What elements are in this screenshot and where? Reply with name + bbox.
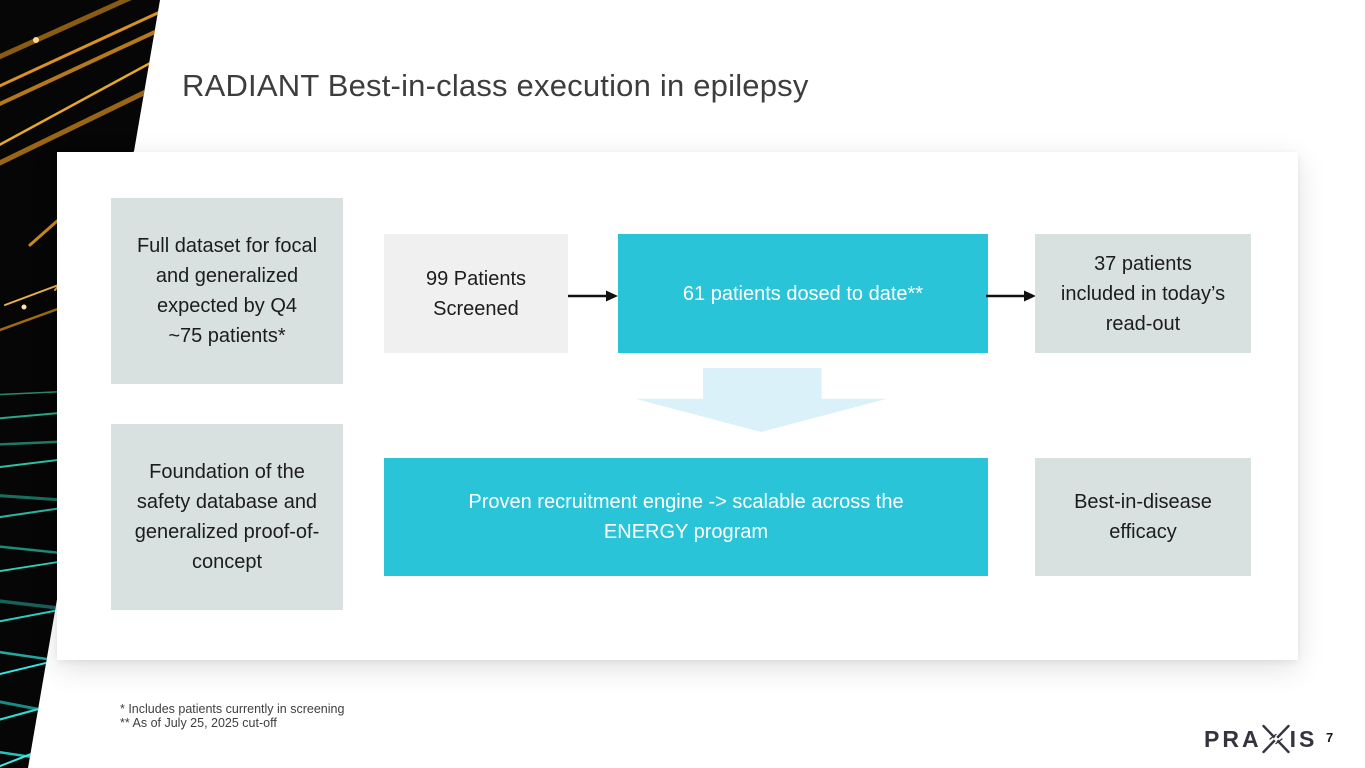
arrow-right-icon: [568, 290, 618, 302]
efficacy-box: Best-in-disease efficacy: [1035, 458, 1251, 576]
foundation-box: Foundation of the safety database and ge…: [111, 424, 343, 610]
block-arrow-down-icon: [635, 368, 887, 432]
footnotes: * Includes patients currently in screeni…: [120, 702, 345, 730]
readout-box: 37 patients included in today’s read-out: [1035, 234, 1251, 353]
praxis-x-icon: [1261, 724, 1290, 754]
logo-text-right: IS: [1289, 725, 1318, 752]
recruitment-engine-box: Proven recruitment engine -> scalable ac…: [384, 458, 988, 576]
content-card: Full dataset for focal and generalized e…: [57, 152, 1298, 660]
patients-dosed-box: 61 patients dosed to date**: [618, 234, 988, 353]
logo-text-left: PRA: [1204, 725, 1262, 752]
full-dataset-box: Full dataset for focal and generalized e…: [111, 198, 343, 384]
page-number: 7: [1326, 730, 1334, 745]
arrow-right-icon: [986, 290, 1036, 302]
praxis-logo: PRA IS: [1204, 724, 1317, 754]
patients-screened-box: 99 Patients Screened: [384, 234, 568, 353]
slide-title: RADIANT Best-in-class execution in epile…: [182, 68, 809, 103]
